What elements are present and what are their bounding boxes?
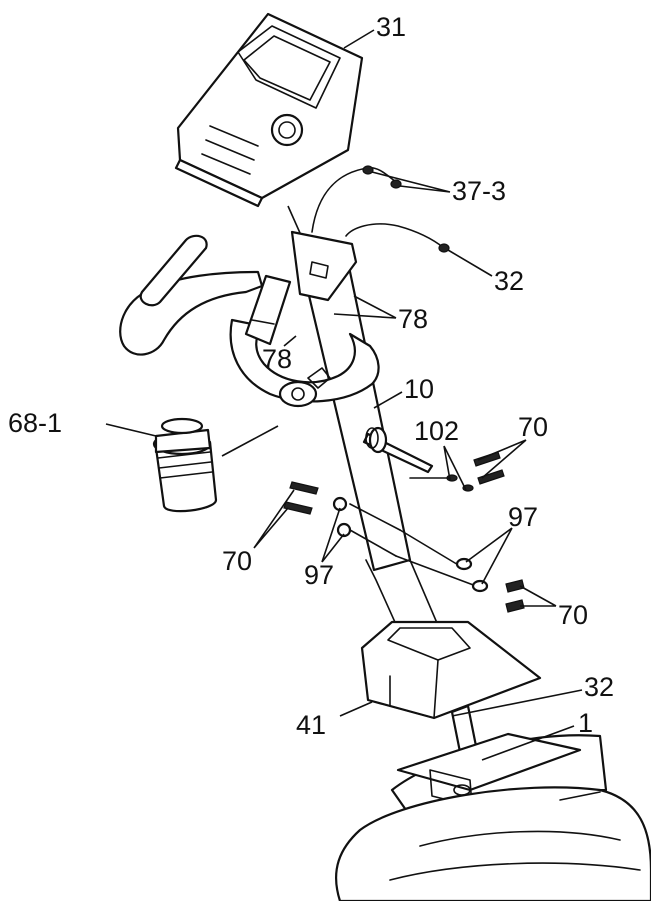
label-70-axle: 70 <box>518 412 548 442</box>
label-97-left: 97 <box>304 560 334 590</box>
label-1: 1 <box>578 708 593 738</box>
upright-cover <box>360 620 542 720</box>
label-78-right: 78 <box>398 304 428 334</box>
label-31: 31 <box>376 12 406 42</box>
label-68-1: 68-1 <box>8 408 62 438</box>
base-frame <box>335 704 651 901</box>
label-37-3: 37-3 <box>452 176 506 206</box>
label-10: 10 <box>404 374 434 404</box>
upright-tube <box>290 230 471 701</box>
label-70-left: 70 <box>222 546 252 576</box>
label-32-upper: 32 <box>494 266 524 296</box>
label-70-right: 70 <box>558 600 588 630</box>
label-32-lower: 32 <box>584 672 614 702</box>
callout-labels: 31 37-3 32 78 78 10 68-1 102 70 97 70 97… <box>8 12 614 740</box>
handlebar <box>119 234 380 408</box>
left-fasteners <box>283 481 401 557</box>
water-bottle <box>105 417 279 513</box>
leader-lines <box>253 29 583 761</box>
label-41: 41 <box>296 710 326 740</box>
label-97-right: 97 <box>508 502 538 532</box>
label-78-left: 78 <box>262 344 292 374</box>
console-part <box>174 12 364 208</box>
label-102: 102 <box>414 416 459 446</box>
